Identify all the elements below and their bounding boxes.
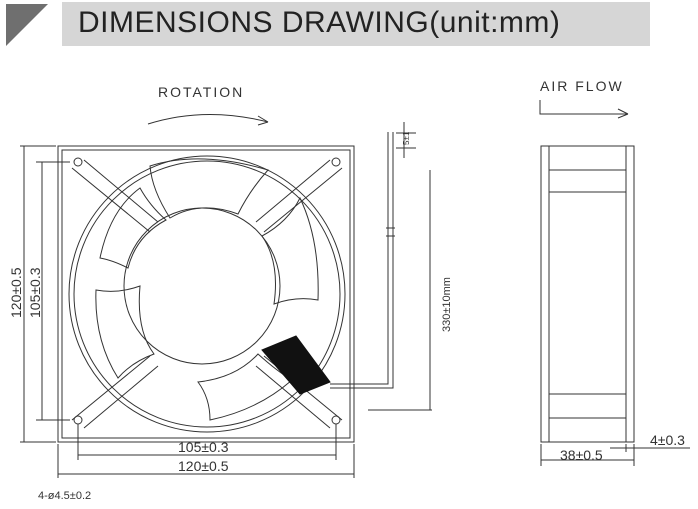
lead-wire-channel bbox=[261, 335, 331, 395]
fan-blade bbox=[197, 353, 293, 421]
strut-top-left bbox=[71, 159, 159, 233]
side-view-flanges bbox=[548, 146, 627, 442]
width-inner-ext-lines bbox=[77, 424, 337, 460]
fan-blade bbox=[95, 285, 155, 379]
lead-strip-dim-lines bbox=[396, 122, 416, 158]
lead-wire bbox=[330, 132, 395, 389]
fan-venturi-inner bbox=[73, 160, 341, 428]
air-flow-arrow bbox=[539, 100, 628, 115]
page-title: DIMENSIONS DRAWING(unit:mm) bbox=[78, 6, 561, 39]
mounting-hole-icon bbox=[73, 415, 83, 425]
strut-bottom-left bbox=[71, 355, 159, 429]
fan-blade bbox=[261, 196, 319, 305]
width-inner-dim: 105±0.3 bbox=[178, 439, 229, 455]
flange-dim: 4±0.3 bbox=[650, 432, 685, 448]
strut-top-right bbox=[255, 159, 343, 233]
fan-venturi-outer bbox=[68, 155, 346, 433]
height-inner-dim: 105±0.3 bbox=[27, 267, 43, 318]
lead-strip-dim: 5±1 bbox=[402, 131, 411, 145]
mounting-hole-icon bbox=[331, 415, 341, 425]
rotation-arrow bbox=[147, 114, 269, 125]
fan-frame-outer bbox=[57, 145, 355, 443]
height-ext-lines bbox=[20, 145, 56, 443]
side-view-outline bbox=[540, 145, 635, 443]
fan-hub bbox=[123, 207, 281, 365]
side-view-ribs bbox=[549, 169, 626, 419]
width-outer-dim: 120±0.5 bbox=[178, 458, 229, 474]
holes-note: 4-ø4.5±0.2 bbox=[38, 490, 91, 502]
height-outer-dim: 120±0.5 bbox=[8, 267, 24, 318]
depth-dim: 38±0.5 bbox=[560, 447, 603, 463]
fan-frame-inner bbox=[61, 149, 351, 439]
mounting-hole-icon bbox=[331, 157, 341, 167]
air-flow-label: AIR FLOW bbox=[540, 78, 624, 94]
lead-length-dim: 330±10mm bbox=[441, 277, 453, 332]
lead-wire-path bbox=[330, 132, 389, 385]
fan-blade bbox=[149, 158, 269, 219]
width-outer-ext-lines bbox=[57, 444, 355, 478]
air-flow-arrowhead bbox=[617, 108, 629, 119]
mounting-hole-icon bbox=[73, 157, 83, 167]
corner-triangle-decoration bbox=[6, 4, 48, 46]
rotation-arrowhead bbox=[257, 115, 269, 126]
fan-side-view bbox=[540, 145, 635, 443]
fan-front-view bbox=[57, 145, 355, 443]
lead-wire-path bbox=[330, 132, 394, 389]
rotation-label: ROTATION bbox=[158, 84, 244, 100]
fan-blade bbox=[99, 187, 167, 269]
title-bar bbox=[62, 2, 650, 46]
